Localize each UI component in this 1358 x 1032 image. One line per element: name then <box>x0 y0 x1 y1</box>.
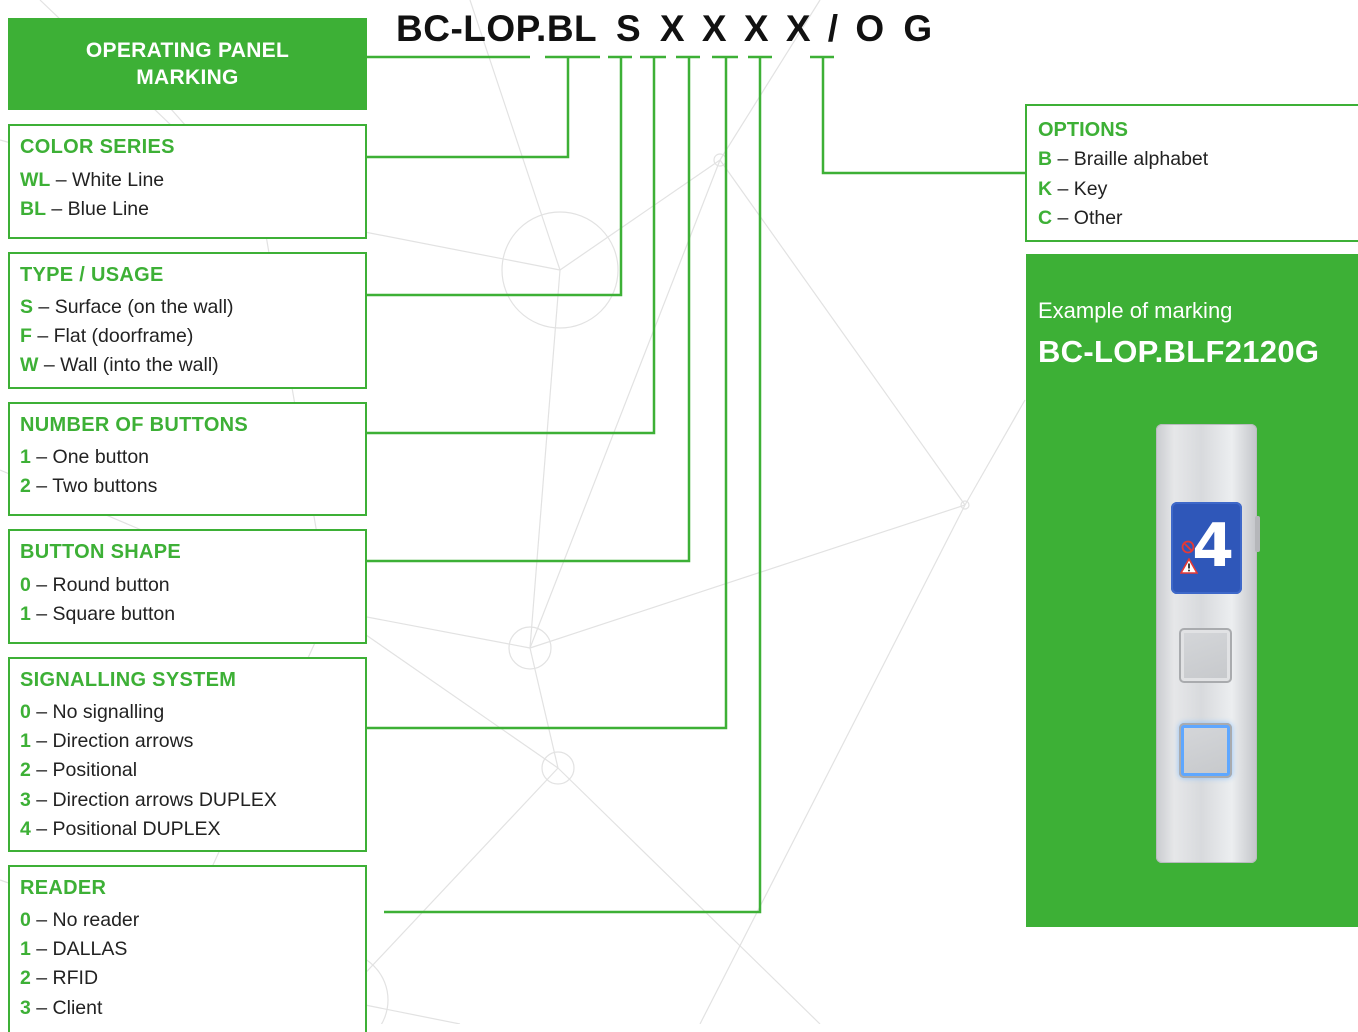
option-item: F – Flat (doorframe) <box>20 325 194 347</box>
section-title: READER <box>20 877 107 899</box>
option-item: 2 – Two buttons <box>20 475 158 497</box>
code-part-suffix: G <box>903 8 933 49</box>
operating-panel-marking-header: OPERATING PANEL MARKING <box>8 18 367 110</box>
option-item: 1 – Square button <box>20 603 176 625</box>
option-item: B – Braille alphabet <box>1038 148 1209 170</box>
section-title: TYPE / USAGE <box>20 264 164 286</box>
option-item: WL – White Line <box>20 169 165 191</box>
round-lit-button-icon <box>1179 723 1232 778</box>
option-item: 4 – Positional DUPLEX <box>20 818 221 840</box>
header-line-2: MARKING <box>136 66 239 89</box>
header-line-1: OPERATING PANEL <box>85 39 290 62</box>
code-part-options: O <box>855 8 885 49</box>
option-item: BL – Blue Line <box>20 198 149 220</box>
option-item: 0 – No reader <box>20 909 140 931</box>
example-label: Example of marking <box>1038 298 1233 323</box>
section-title: NUMBER OF BUTTONS <box>20 414 249 436</box>
marking-code-title: BC-LOP.BL S X X X X / O G <box>396 8 933 56</box>
example-code: BC-LOP.BLF2120G <box>1038 334 1320 369</box>
example-panel: Example of marking BC-LOP.BLF2120G 4 <box>1026 254 1358 927</box>
option-item: K – Key <box>1038 178 1108 200</box>
no-entry-icon <box>1181 540 1195 554</box>
section-title: BUTTON SHAPE <box>20 541 182 563</box>
option-item: 2 – Positional <box>20 759 138 781</box>
option-item: 1 – One button <box>20 446 150 468</box>
option-item: 2 – RFID <box>20 967 99 989</box>
button-shape-box: BUTTON SHAPE 0 – Round button 1 – Square… <box>8 529 367 644</box>
option-item: 1 – Direction arrows <box>20 730 194 752</box>
option-item: 0 – Round button <box>20 574 170 596</box>
device-side-edge <box>1255 516 1260 552</box>
option-item: 1 – DALLAS <box>20 938 128 960</box>
option-item: S – Surface (on the wall) <box>20 296 234 318</box>
option-item: C – Other <box>1038 207 1123 229</box>
section-title: COLOR SERIES <box>20 136 175 158</box>
option-item: 3 – Direction arrows DUPLEX <box>20 789 277 811</box>
square-button-icon <box>1179 628 1232 683</box>
floor-number: 4 <box>1192 511 1234 581</box>
code-part-signalling: X <box>743 8 770 49</box>
option-item: W – Wall (into the wall) <box>20 354 219 376</box>
option-item: 0 – No signalling <box>20 701 165 723</box>
floor-display: 4 <box>1171 502 1242 594</box>
options-box: OPTIONS B – Braille alphabet K – Key C –… <box>1025 104 1358 242</box>
code-part-type: S <box>615 8 642 49</box>
code-prefix: BC-LOP.BL <box>396 8 598 49</box>
signalling-system-box: SIGNALLING SYSTEM 0 – No signalling 1 – … <box>8 657 367 852</box>
code-slash: / <box>827 8 839 49</box>
warning-icon <box>1180 558 1198 574</box>
number-of-buttons-box: NUMBER OF BUTTONS 1 – One button 2 – Two… <box>8 402 367 516</box>
code-part-shape: X <box>701 8 728 49</box>
operating-panel-device-image: 4 <box>1156 424 1260 863</box>
color-series-box: COLOR SERIES WL – White Line BL – Blue L… <box>8 124 367 239</box>
section-title: SIGNALLING SYSTEM <box>20 669 237 691</box>
section-title: OPTIONS <box>1038 119 1129 141</box>
option-item: 3 – Client <box>20 997 103 1019</box>
reader-box: READER 0 – No reader 1 – DALLAS 2 – RFID… <box>8 865 367 1032</box>
type-usage-box: TYPE / USAGE S – Surface (on the wall) F… <box>8 252 367 389</box>
code-part-buttons: X <box>659 8 686 49</box>
code-part-reader: X <box>785 8 811 49</box>
